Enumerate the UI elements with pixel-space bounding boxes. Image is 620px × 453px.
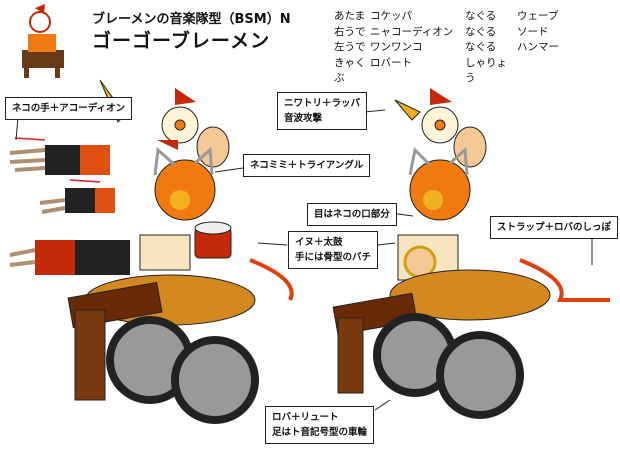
callout-text: ロバ＋リュート [272, 412, 339, 423]
move: ロバート [370, 56, 412, 69]
action: しゃりょう [465, 56, 507, 85]
type: ウェーブ [517, 10, 559, 22]
callout-text: 目はネコの口部分 [314, 209, 390, 220]
type: ハンマー [517, 41, 559, 53]
type: ソード [517, 25, 549, 38]
callout-dog: イヌ＋太鼓手には骨型のバチ [288, 231, 379, 269]
action: なぐる [465, 25, 497, 38]
callout-text: ストラップ＋ロバのしっぽ [497, 222, 612, 233]
subtitle: ブレーメンの音楽隊型（BSM）N [92, 12, 291, 27]
move: ワンワンコ [370, 41, 423, 53]
callout-cat-ears: ネコミミ＋トライアングル [243, 154, 371, 177]
move: コケッパ [370, 10, 412, 22]
action: なぐる [465, 10, 497, 22]
callout-text: 音波攻撃 [284, 113, 323, 124]
callout-text: 足はト音記号型の車輪 [272, 427, 368, 438]
bremen-logo-icon [22, 4, 64, 78]
part: きゃくぶ [334, 56, 366, 85]
callout-text: 手には骨型のバチ [295, 252, 372, 263]
callout-eyes: 目はネコの口部分 [307, 203, 397, 226]
callout-text: ネコの手＋アコーディオン [12, 103, 126, 114]
moves-row: 右うでニャコーディオンなぐる ソード [334, 25, 577, 41]
robot-right-illustration [332, 88, 610, 419]
part: 右うで [334, 25, 366, 38]
moves-row: きゃくぶロバート しゃりょう [334, 56, 577, 87]
callout-text: イヌ＋太鼓 [295, 237, 343, 248]
moves-row: あたまコケッパ なぐる ウェーブ [334, 9, 577, 25]
page-title: ゴーゴーブレーメン [92, 30, 271, 52]
moves-table: あたまコケッパなぐるウェーブ 右うでニャコーディオンなぐるソード 左うでワンワン… [334, 9, 577, 87]
part: あたま [334, 10, 366, 22]
part: 左うで [334, 41, 366, 53]
callout-text: ネコミミ＋トライアングル [250, 160, 364, 171]
robot-left-illustration [9, 79, 294, 424]
callout-text: ニワトリ＋ラッパ [284, 98, 361, 109]
callout-strap: ストラップ＋ロバのしっぽ [490, 216, 619, 239]
action: なぐる [465, 41, 497, 53]
move: ニャコーディオン [370, 25, 454, 38]
type [517, 56, 577, 87]
moves-row: 左うでワンワンコ なぐる ハンマー [334, 40, 577, 56]
callout-donkey: ロバ＋リュート足はト音記号型の車輪 [265, 406, 375, 444]
callout-cat-hand: ネコの手＋アコーディオン [5, 97, 133, 120]
callout-rooster: ニワトリ＋ラッパ音波攻撃 [277, 92, 368, 130]
